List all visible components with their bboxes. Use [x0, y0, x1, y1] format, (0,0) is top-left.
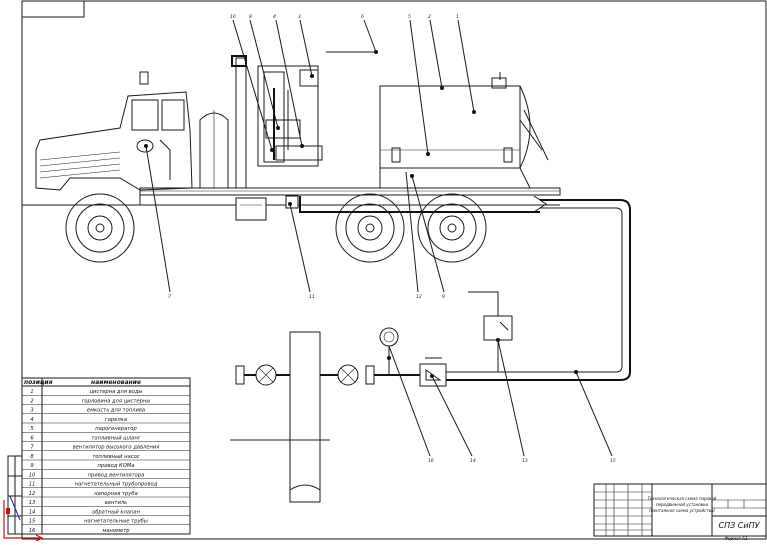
spec-row-name: топливный насос — [92, 454, 139, 460]
spec-row-pos: 16 — [29, 528, 36, 534]
spec-row-name: нагнетательный трубопровод — [75, 482, 158, 488]
spec-row-pos: 15 — [29, 519, 36, 525]
spec-row-name: вентиль — [105, 500, 127, 506]
spec-row-name: вентилятор высокого давления — [73, 445, 160, 451]
spec-row-pos: 14 — [29, 509, 36, 515]
spec-row-name: топливный шланг — [91, 435, 140, 441]
callout-number: 1 — [456, 14, 459, 20]
spec-row-pos: 12 — [29, 491, 36, 497]
callout-number: 3 — [298, 14, 301, 20]
spec-row-pos: 8 — [30, 454, 34, 460]
spec-row-pos: 6 — [30, 435, 34, 441]
spec-row-name: манометр — [102, 528, 130, 534]
callout-leaders — [144, 19, 613, 457]
specification-table: позиция наименование 1 цистерна для воды 2… — [21, 377, 191, 535]
chassis-frame — [139, 187, 561, 196]
spec-row-pos: 13 — [29, 500, 36, 506]
callout-number: 16 — [428, 458, 434, 464]
spec-row-name: емкость для топлива — [87, 408, 145, 414]
discharge-pipeline — [285, 195, 631, 381]
margin-strip — [3, 455, 44, 542]
pressure-pipe — [289, 331, 321, 503]
callout-number: 11 — [309, 294, 315, 300]
callout-number: 7 — [168, 294, 171, 300]
spec-row-pos: 3 — [30, 408, 33, 414]
spec-row-pos: 1 — [30, 389, 33, 395]
title-line-1: Технологическая схема паровой — [648, 496, 717, 501]
spec-header-pos: позиция — [24, 379, 53, 386]
spec-row-name: напорная труба — [94, 491, 138, 497]
callout-number: 10 — [230, 14, 236, 20]
title-line-3: (монтажная схема устройства) — [649, 508, 715, 513]
rear-wheel — [417, 193, 487, 263]
callout-number: 4 — [273, 14, 276, 20]
spec-row-pos: 9 — [30, 463, 33, 469]
sheet-code: СПЗ СиПУ — [719, 521, 761, 530]
sheet-format: Формат А1 — [725, 536, 748, 541]
check-valve-icon — [419, 363, 447, 387]
spec-row-pos: 2 — [30, 398, 33, 404]
spec-row-name: горелка — [105, 417, 127, 423]
callout-number: 5 — [408, 14, 411, 20]
corner-stamp — [21, 0, 85, 18]
sheet-frame — [21, 0, 767, 540]
spec-row-name: цистерна для воды — [89, 389, 142, 395]
callout-number: 6 — [361, 14, 364, 20]
spec-row-name: парогенератор — [95, 426, 137, 432]
callout-number: 13 — [522, 458, 528, 464]
callout-number: 15 — [610, 458, 616, 464]
title-line-2: передвижной установки — [656, 502, 709, 507]
callout-number: 8 — [249, 14, 252, 20]
spec-row-pos: 10 — [29, 472, 36, 478]
spec-row-name: привод вентилятора — [88, 472, 145, 478]
callout-number: 9 — [442, 294, 445, 300]
water-tank — [379, 72, 549, 189]
callout-number: 2 — [428, 14, 431, 20]
callout-number: 12 — [416, 294, 422, 300]
spec-row-pos: 11 — [29, 482, 36, 488]
spec-row-name: нагнетательные трубы — [84, 519, 148, 525]
pipeline-schematic — [230, 291, 513, 503]
spec-row-name: привод КОМа — [98, 463, 135, 469]
valve-right-icon — [337, 364, 359, 386]
spec-row-name: горловина для цистерны — [82, 398, 151, 404]
spec-header-name: наименование — [91, 379, 141, 386]
spec-row-pos: 7 — [30, 445, 34, 451]
callout-number: 14 — [470, 458, 476, 464]
spec-row-name: обратный клапан — [92, 509, 141, 515]
front-wheel — [65, 193, 135, 263]
steam-generator-assembly — [231, 55, 323, 221]
manometer-icon — [379, 327, 399, 347]
title-block: Технологическая схема паровой передвижно… — [593, 483, 767, 541]
spec-rows: 1 цистерна для воды 2 горловина для цистерн… — [22, 389, 190, 535]
spec-row-pos: 5 — [30, 426, 34, 432]
spec-row-pos: 4 — [30, 417, 33, 423]
callout-labels: 10 8 4 3 6 5 2 1 7 11 12 9 16 14 13 15 — [168, 14, 616, 464]
truck-cab — [35, 71, 229, 205]
middle-wheel — [335, 193, 405, 263]
